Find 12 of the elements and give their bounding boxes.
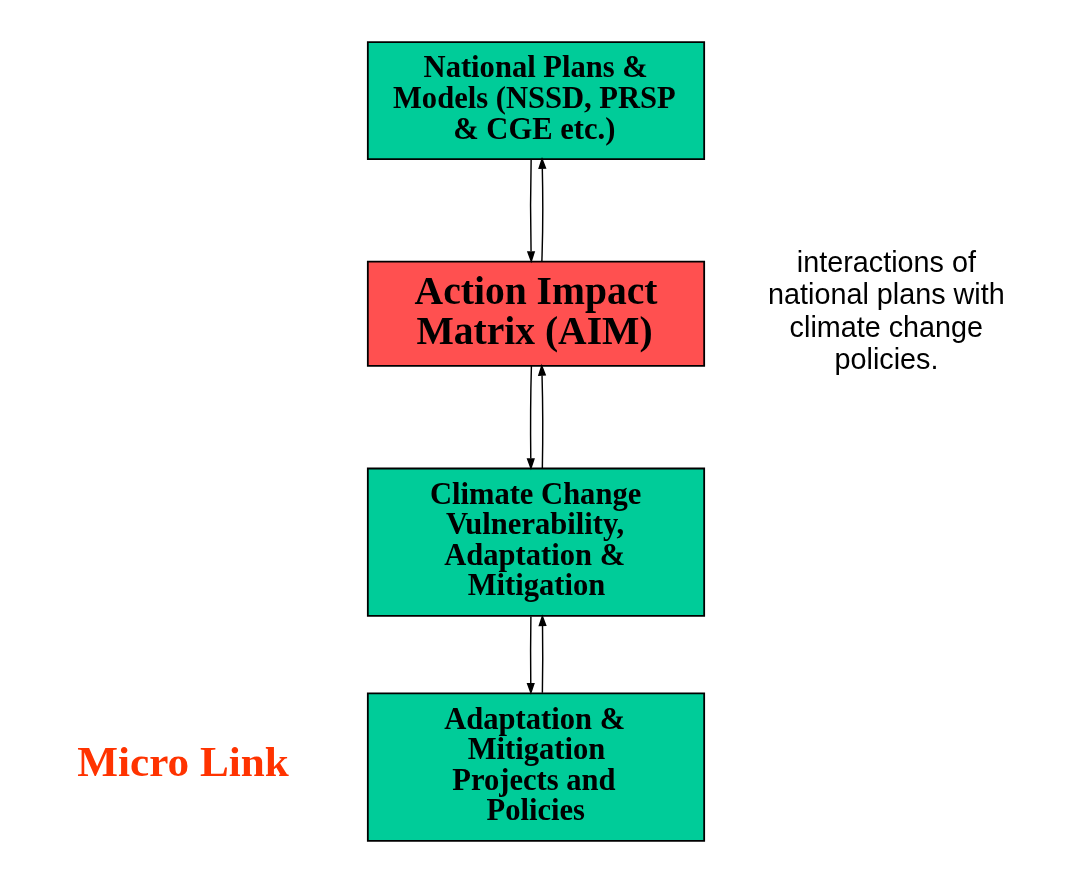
- arrow: [526, 615, 535, 695]
- node-box: Action Impact Matrix (AIM): [366, 260, 706, 367]
- arrow: [526, 158, 536, 264]
- arrow: [538, 614, 547, 694]
- node-box: Adaptation & Mitigation Projects and Policies: [366, 692, 706, 842]
- arrow: [526, 365, 535, 471]
- node-box: Climate Change Vulnerability, Adaptation & Mitigation: [366, 467, 706, 617]
- label: Micro Link: [77, 738, 289, 786]
- arrow: [537, 363, 547, 469]
- node-label: interactions of national plans with climate change policies.: [768, 246, 1005, 376]
- node-box: National Plans & Models (NSSD, PRSP & CGE etc.): [366, 41, 706, 160]
- arrow: [538, 157, 547, 262]
